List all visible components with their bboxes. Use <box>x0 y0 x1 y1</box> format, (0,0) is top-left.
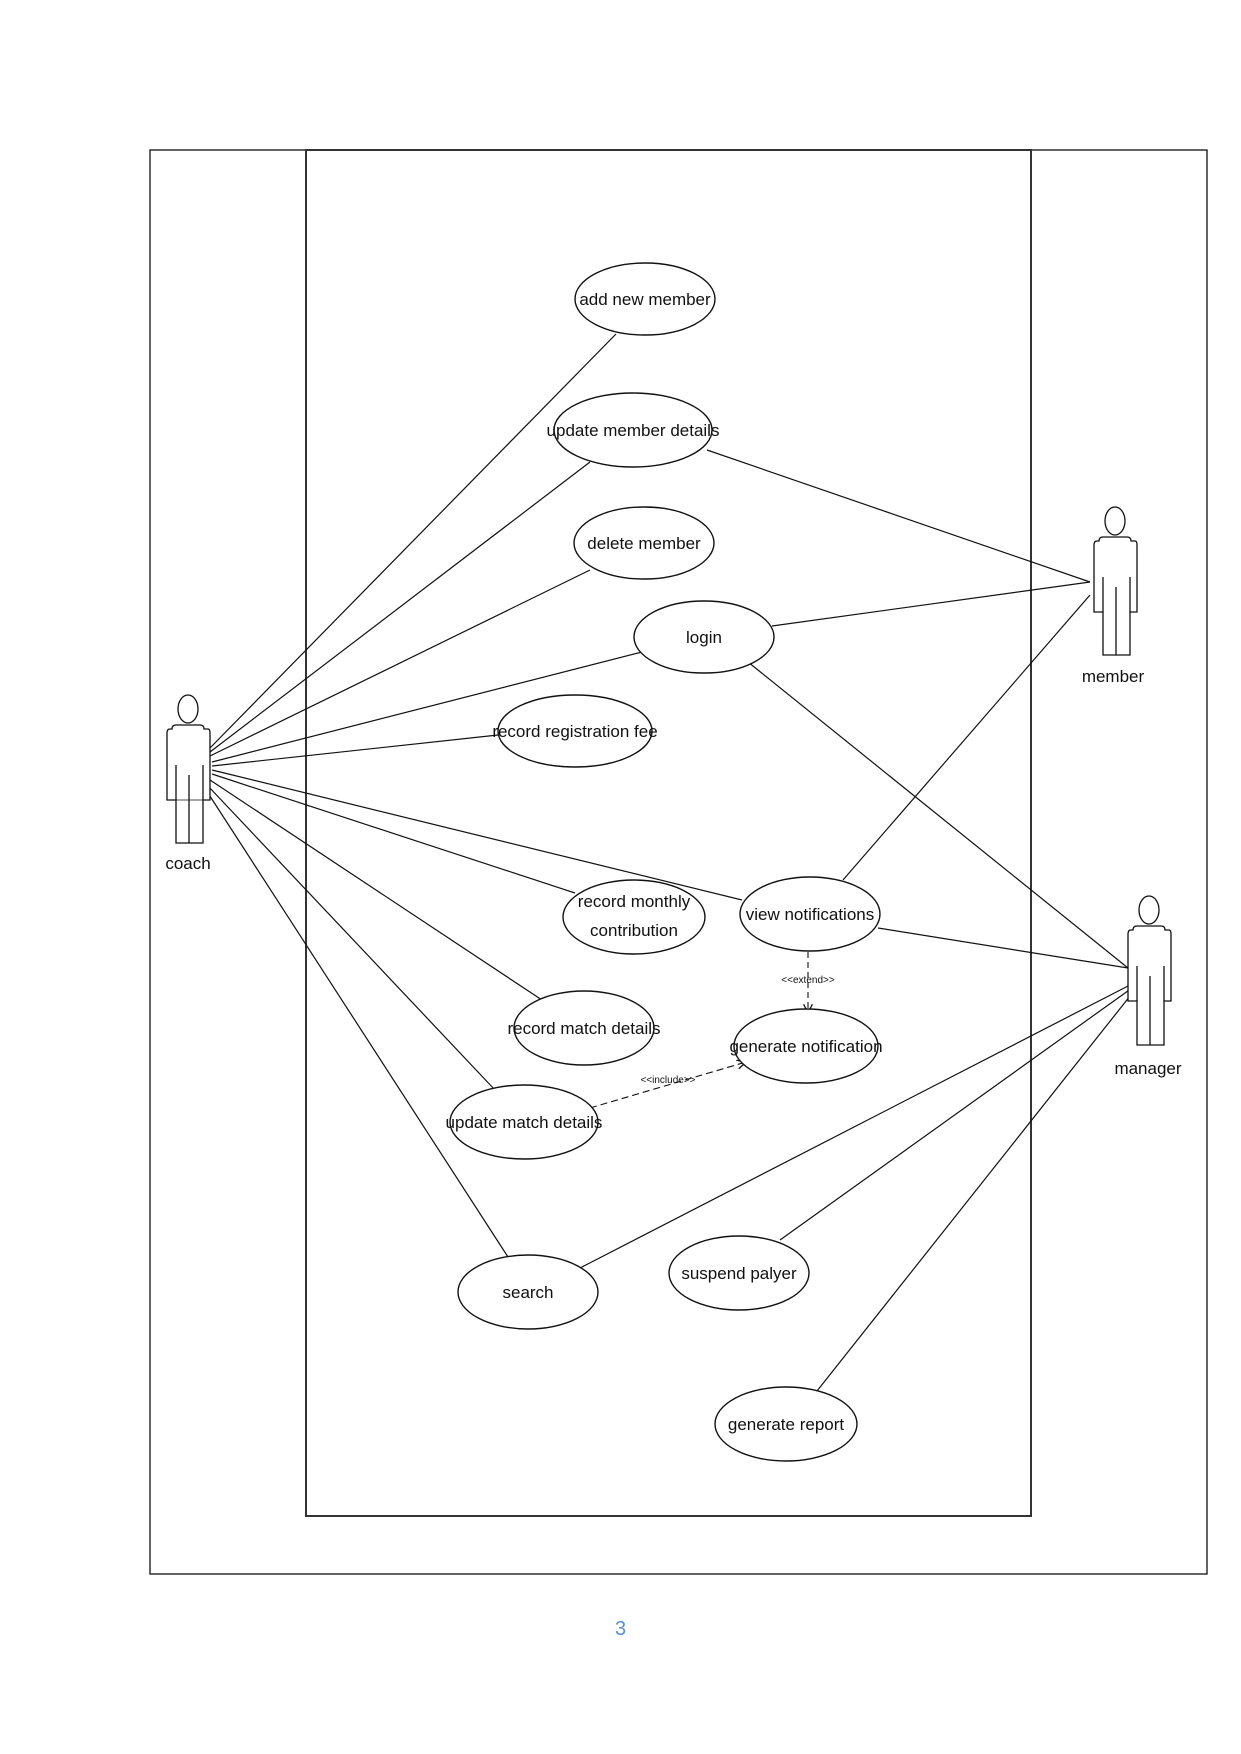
assoc-manager-generate-report <box>816 990 1135 1392</box>
actor-head <box>1104 506 1126 536</box>
use-case-record-monthly-contribution: record monthly contribution <box>562 879 706 955</box>
svg-text:update match details: update match details <box>446 1113 603 1132</box>
svg-text:record monthly: record monthly <box>578 892 691 911</box>
use-case-generate-report: generate report <box>714 1386 858 1462</box>
assoc-manager-suspend-player <box>779 987 1133 1241</box>
actor-coach-label: coach <box>165 854 210 873</box>
svg-text:contribution: contribution <box>590 921 678 940</box>
assoc-manager-login <box>747 661 1129 969</box>
assoc-coach-delete-member <box>209 569 591 757</box>
use-case-generate-notification: generate notification <box>729 1008 883 1084</box>
use-case-delete-member: delete member <box>573 506 715 580</box>
assoc-coach-update-match-details <box>207 785 496 1091</box>
include-arrow <box>589 1062 746 1109</box>
svg-text:record registration fee: record registration fee <box>492 722 657 741</box>
assoc-coach-record-monthly-contribution <box>211 773 576 894</box>
svg-text:delete member: delete member <box>587 534 701 553</box>
assoc-coach-search <box>205 789 509 1258</box>
assoc-coach-update-member-details <box>209 461 591 753</box>
actor-manager <box>1127 895 1172 1046</box>
outer-frame <box>149 149 1208 1575</box>
actor-manager-label: manager <box>1114 1059 1181 1078</box>
svg-text:update member details: update member details <box>547 421 720 440</box>
svg-text:generate notification: generate notification <box>729 1037 882 1056</box>
actor-member-label: member <box>1082 667 1145 686</box>
actor-head <box>177 694 199 724</box>
assoc-coach-login <box>211 651 643 763</box>
use-case-update-member-details: update member details <box>547 392 720 468</box>
assoc-coach-record-match-details <box>209 779 543 1001</box>
use-case-suspend-player: suspend palyer <box>668 1235 810 1311</box>
assoc-manager-view-notifications <box>877 927 1129 969</box>
actor-member <box>1093 506 1138 656</box>
page-number: 3 <box>614 1618 627 1640</box>
actor-head <box>1138 895 1160 925</box>
svg-text:record match details: record match details <box>507 1019 660 1038</box>
extend-label: <<extend>> <box>781 975 835 986</box>
use-case-update-match-details: update match details <box>446 1084 603 1160</box>
use-case-record-match-details: record match details <box>507 990 661 1066</box>
svg-text:generate report: generate report <box>728 1415 845 1434</box>
use-case-login: login <box>633 600 775 674</box>
assoc-member-update-member-details <box>706 449 1091 583</box>
svg-text:add new member: add new member <box>579 290 711 309</box>
system-boundary <box>305 149 1032 1517</box>
use-case-record-registration-fee: record registration fee <box>492 694 658 768</box>
assoc-manager-search <box>579 984 1131 1269</box>
member-associations <box>706 449 1091 881</box>
assoc-coach-record-registration-fee <box>211 734 499 767</box>
assoc-coach-view-notifications <box>211 769 743 901</box>
use-case-view-notifications: view notifications <box>739 876 881 952</box>
manager-associations <box>579 661 1135 1392</box>
svg-text:view notifications: view notifications <box>746 905 875 924</box>
assoc-member-view-notifications <box>842 594 1091 881</box>
svg-text:search: search <box>502 1283 553 1302</box>
use-case-add-new-member: add new member <box>574 262 716 336</box>
assoc-coach-add-new-member <box>209 333 617 749</box>
use-case-search: search <box>457 1254 599 1330</box>
actor-coach <box>166 694 211 844</box>
include-label: <<include>> <box>640 1075 695 1086</box>
coach-associations <box>205 333 743 1258</box>
assoc-member-login <box>771 581 1091 627</box>
svg-text:login: login <box>686 628 722 647</box>
svg-text:suspend palyer: suspend palyer <box>681 1264 797 1283</box>
